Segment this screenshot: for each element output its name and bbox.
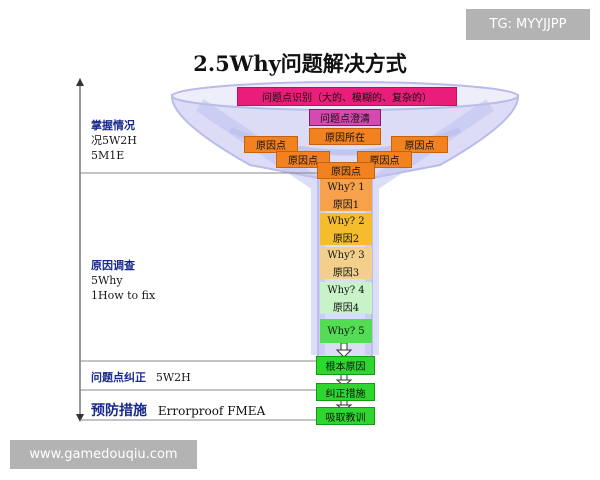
down-arrow-1 xyxy=(335,342,353,358)
why-4: Why? 4 xyxy=(320,282,372,299)
why-3: Why? 3 xyxy=(320,247,372,264)
lessons-learned-box: 吸取教训 xyxy=(316,407,375,425)
bracket-arrow-top xyxy=(76,78,84,86)
corrective-action-box: 纠正措施 xyxy=(316,383,375,401)
funnel-left-band xyxy=(196,99,325,355)
label-cause: 原因调查 5Why 1How to fix xyxy=(91,258,155,303)
why-ladder: Why? 1 原因1 Why? 2 原因2 Why? 3 原因3 Why? 4 … xyxy=(320,179,372,343)
why-2: Why? 2 xyxy=(320,213,372,230)
label-correct: 问题点纠正 5W2H xyxy=(91,370,191,385)
why-5: Why? 5 xyxy=(320,319,372,343)
label-cause-line1: 5Why xyxy=(91,274,123,287)
label-grasp-line2: 5M1E xyxy=(91,149,125,162)
problem-clarify-box: 问题点澄清 xyxy=(309,109,381,126)
cause-2: 原因2 xyxy=(320,230,372,245)
problem-identify-box: 问题点识别（大的、模糊的、复杂的） xyxy=(237,87,457,106)
funnel-right-band xyxy=(365,99,494,355)
watermark-bottom: www.gamedouqiu.com xyxy=(10,440,197,469)
cause-location-box: 原因所在 xyxy=(309,128,381,145)
why-1: Why? 1 xyxy=(320,179,372,196)
bracket-arrow-bottom xyxy=(76,414,84,422)
label-prevent: 预防措施 Errorproof FMEA xyxy=(91,400,265,420)
label-correct-title: 问题点纠正 xyxy=(91,371,146,384)
cause-point-box: 原因点 xyxy=(317,162,375,179)
watermark-top: TG: MYYJJPP xyxy=(466,9,590,40)
diagram-title: 2.5Why问题解决方式 xyxy=(193,51,407,76)
root-cause-box: 根本原因 xyxy=(316,356,375,375)
label-grasp-title: 掌握情况 xyxy=(91,119,135,132)
label-cause-line2: 1How to fix xyxy=(91,289,156,302)
cause-point-box: 原因点 xyxy=(244,136,298,153)
label-cause-title: 原因调查 xyxy=(91,259,135,272)
label-correct-sub: 5W2H xyxy=(155,371,191,384)
cause-point-box: 原因点 xyxy=(276,151,330,168)
cause-4: 原因4 xyxy=(320,299,372,314)
cause-point-box: 原因点 xyxy=(391,136,448,153)
cause-3: 原因3 xyxy=(320,264,372,279)
cause-1: 原因1 xyxy=(320,196,372,211)
label-prevent-title: 预防措施 xyxy=(91,403,147,419)
label-grasp-line1: 况5W2H xyxy=(91,134,137,147)
label-grasp: 掌握情况 况5W2H 5M1E xyxy=(91,118,137,163)
label-prevent-sub: Errorproof FMEA xyxy=(157,404,266,418)
